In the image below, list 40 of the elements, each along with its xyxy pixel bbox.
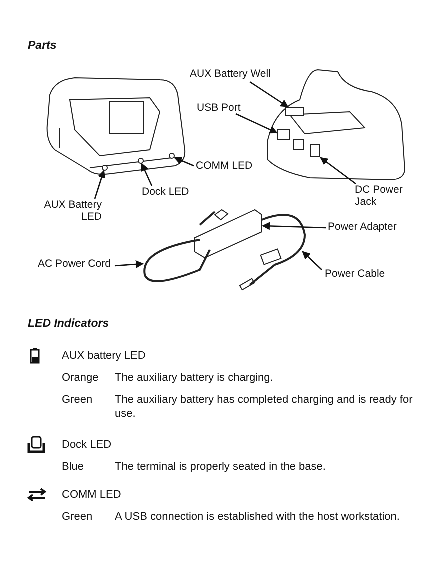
- leader-line: [94, 170, 106, 200]
- leader-line: [141, 163, 153, 186]
- battery-well: [286, 108, 304, 116]
- indicator-name: Dock LED: [62, 438, 112, 452]
- power-jack: [310, 144, 320, 158]
- power-cable: [249, 214, 306, 286]
- led-description: The terminal is properly seated in the base.: [115, 460, 327, 474]
- callout-label: Power Adapter: [328, 221, 397, 233]
- led-light: [102, 165, 108, 171]
- power-cord: [144, 239, 211, 282]
- leader-line: [114, 260, 144, 268]
- callout-label: AUX Battery LED: [30, 199, 102, 223]
- callout-label: DC Power Jack: [355, 184, 415, 208]
- led-light: [169, 153, 175, 159]
- led-description: The auxiliary battery is charging.: [115, 371, 274, 385]
- usb-port: [278, 130, 290, 140]
- leader-line: [320, 157, 356, 185]
- leader-line: [236, 113, 278, 134]
- led-color: Green: [62, 510, 93, 524]
- leader-line: [302, 251, 322, 270]
- callout-label: AC Power Cord: [38, 258, 111, 270]
- led-description: The auxiliary battery has completed charging and is ready for use.: [115, 393, 414, 421]
- indicator-name: COMM LED: [62, 488, 122, 502]
- led-color: Orange: [62, 371, 99, 385]
- leader-line: [250, 81, 289, 108]
- callout-label: Power Cable: [325, 268, 386, 280]
- power-adapter: [194, 209, 262, 259]
- leader-line: [262, 222, 326, 230]
- section-heading: Parts: [28, 40, 57, 52]
- section-heading: LED Indicators: [28, 318, 110, 330]
- led-color: Green: [62, 393, 93, 407]
- led-light: [138, 158, 144, 164]
- callout-label: AUX Battery Well: [190, 68, 271, 80]
- led-color: Blue: [62, 460, 84, 474]
- callout-label: Dock LED: [142, 186, 190, 198]
- callout-label: USB Port: [197, 102, 241, 114]
- callout-label: COMM LED: [196, 160, 253, 172]
- led-description: A USB connection is established with the host workstation.: [115, 510, 401, 524]
- indicator-name: AUX battery LED: [62, 349, 146, 363]
- leader-line: [174, 157, 194, 167]
